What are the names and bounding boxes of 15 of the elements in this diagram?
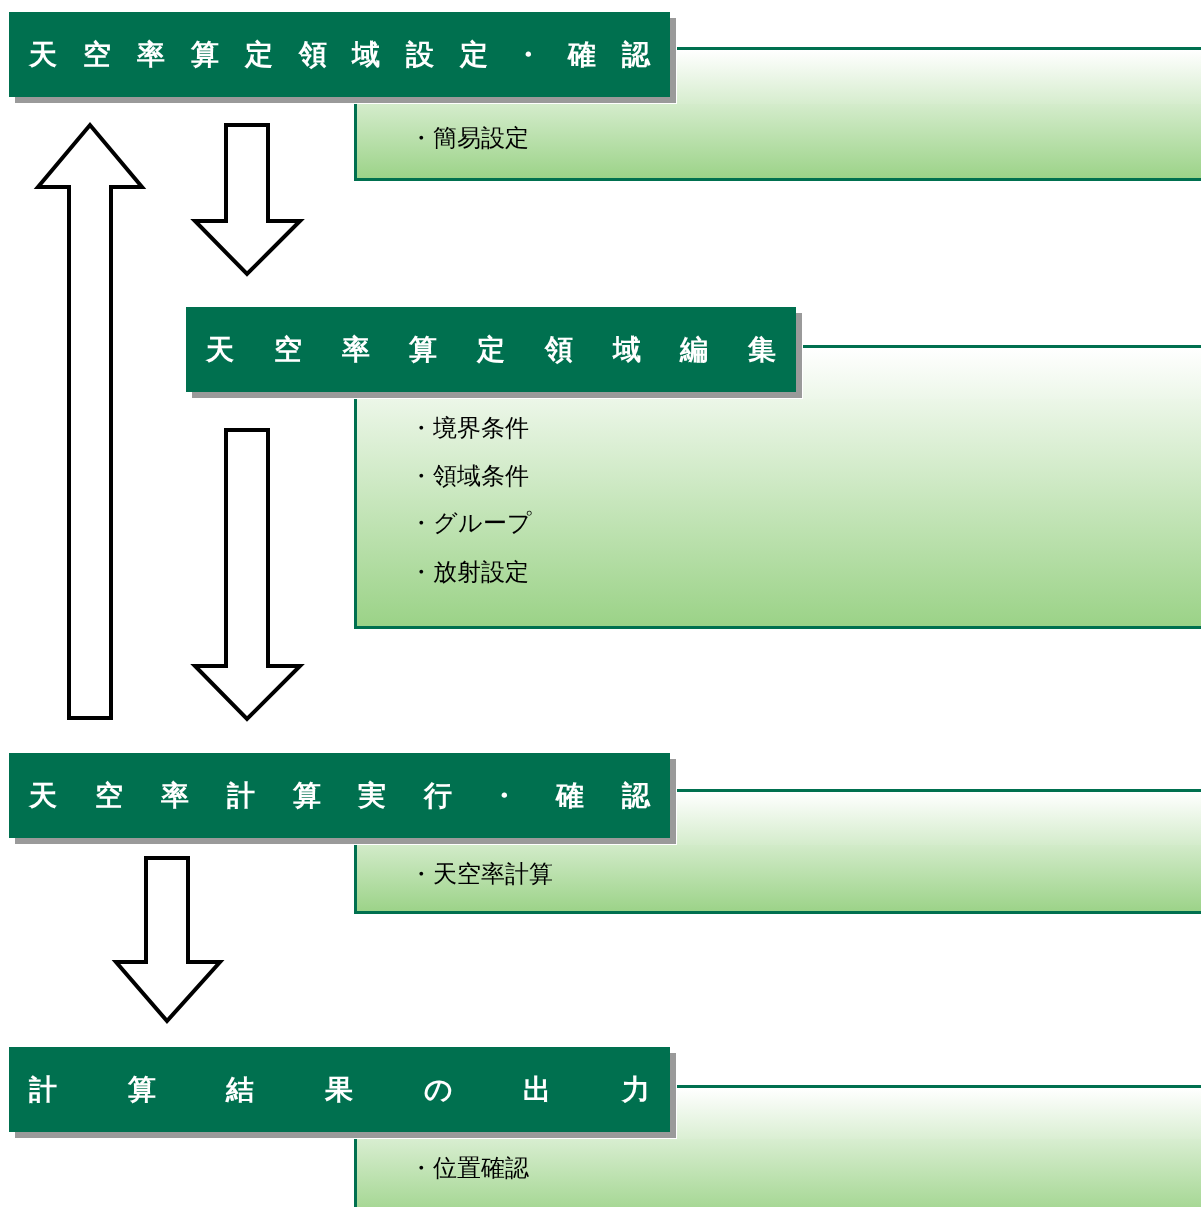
bullet-text: ・境界条件 — [409, 414, 529, 443]
bullet-text: ・放射設定 — [409, 558, 529, 587]
block-arrow — [33, 121, 147, 720]
bullet-text: ・天空率計算 — [409, 860, 553, 889]
panel — [354, 104, 1201, 181]
bullet-text: ・グループ — [409, 509, 532, 538]
block-arrow — [111, 856, 225, 1025]
block-arrow — [190, 123, 305, 277]
panel — [354, 399, 1201, 629]
bullet-text: ・位置確認 — [409, 1154, 529, 1183]
panel — [354, 1139, 1201, 1207]
bullet-text: ・簡易設定 — [409, 124, 529, 153]
bullet-text: ・領域条件 — [409, 462, 529, 491]
panel — [354, 845, 1201, 914]
block-arrow — [190, 428, 305, 722]
